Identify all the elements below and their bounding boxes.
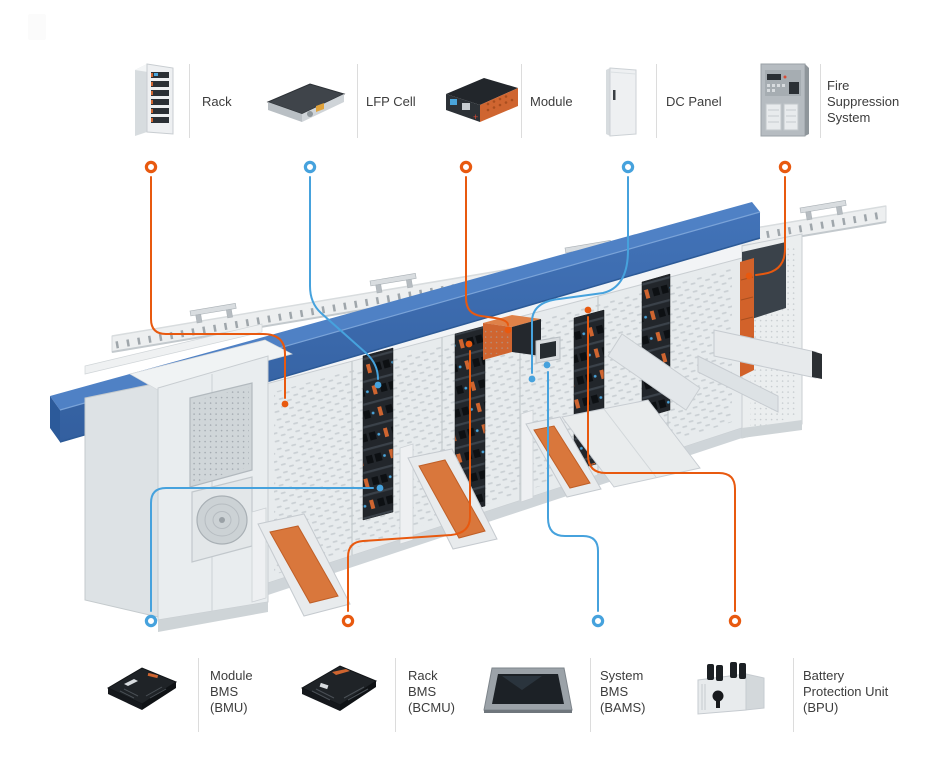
callout-dc-panel-marker <box>621 160 635 174</box>
module-stack-1 <box>362 347 394 521</box>
legend-divider <box>793 658 794 732</box>
callout-module-bms-line <box>150 487 374 612</box>
legend-divider <box>521 64 522 138</box>
door-supports-right <box>607 329 822 413</box>
callout-module-endpoint <box>504 326 512 334</box>
callouts <box>144 160 792 628</box>
open-doors <box>251 329 822 617</box>
callout-lfp-cell-line <box>309 176 379 380</box>
module-bms-thumbnail-icon <box>106 667 178 710</box>
callout-module-bms-marker <box>144 614 158 628</box>
legend-divider <box>357 64 358 138</box>
callout-module-bms-endpoint <box>376 484 384 492</box>
callout-fire-suppression-marker <box>778 160 792 174</box>
lfp-cell-label: LFP Cell <box>366 94 416 109</box>
system-bms-label: System BMS (BAMS) <box>600 668 646 715</box>
container-left-end <box>84 339 293 632</box>
watermark-block <box>28 14 46 40</box>
door-1 <box>257 513 351 617</box>
callout-rack-line <box>150 176 286 399</box>
rack-bms-label: Rack BMS (BCMU) <box>408 668 455 715</box>
callout-fire-suppression-line <box>755 176 786 276</box>
svg-text:+: + <box>473 112 478 122</box>
dc-panel-label: DC Panel <box>666 94 722 109</box>
callout-bpu-marker <box>728 614 742 628</box>
container-right-end <box>740 233 803 439</box>
callout-module-line <box>465 176 509 326</box>
callout-rack-bms-endpoint <box>465 340 473 348</box>
lfp-cell-thumbnail-icon <box>266 83 346 122</box>
module-bms-label: Module BMS (BMU) <box>210 668 253 715</box>
legend-divider <box>395 658 396 732</box>
fire-suppression-label: Fire Suppression System <box>827 78 900 125</box>
tray-support-brackets <box>189 200 847 324</box>
bpu-thumbnail-icon <box>697 662 765 715</box>
module-thumbnail-icon: + <box>446 78 518 122</box>
callout-bpu-line <box>587 316 736 612</box>
vent-grille <box>189 382 253 488</box>
callout-rack-bms-line <box>347 350 471 612</box>
fire-suppression-thumbnail-icon <box>760 63 809 137</box>
callout-lfp-cell-endpoint <box>374 381 382 389</box>
callout-bpu-endpoint <box>584 306 592 314</box>
dc-panel-thumbnail-icon <box>606 67 637 137</box>
callout-system-bms-marker <box>591 614 605 628</box>
door-2 <box>407 448 498 550</box>
legend-divider <box>189 64 190 138</box>
callout-rack-endpoint <box>281 400 289 408</box>
rack-thumbnail-icon <box>135 63 174 136</box>
bpu-label: Battery Protection Unit (BPU) <box>803 668 889 715</box>
callout-lfp-cell-marker <box>303 160 317 174</box>
legend-divider <box>656 64 657 138</box>
legend-divider <box>198 658 199 732</box>
callout-rack-marker <box>144 160 158 174</box>
system-bms-thumbnail-icon <box>483 667 573 713</box>
callout-dc-panel-endpoint <box>528 375 536 383</box>
callout-system-bms-endpoint <box>543 361 551 369</box>
callout-rack-bms-marker <box>341 614 355 628</box>
legend-divider <box>820 64 821 138</box>
hmi-screen <box>535 336 561 364</box>
callout-module-marker <box>459 160 473 174</box>
rack-label: Rack <box>202 94 232 109</box>
module-label: Module <box>530 94 573 109</box>
legend-divider <box>590 658 591 732</box>
callout-dc-panel-line <box>531 176 629 374</box>
callout-fire-suppression-endpoint <box>745 272 753 280</box>
rack-bms-thumbnail-icon <box>300 665 378 711</box>
callout-system-bms-line <box>547 371 599 612</box>
